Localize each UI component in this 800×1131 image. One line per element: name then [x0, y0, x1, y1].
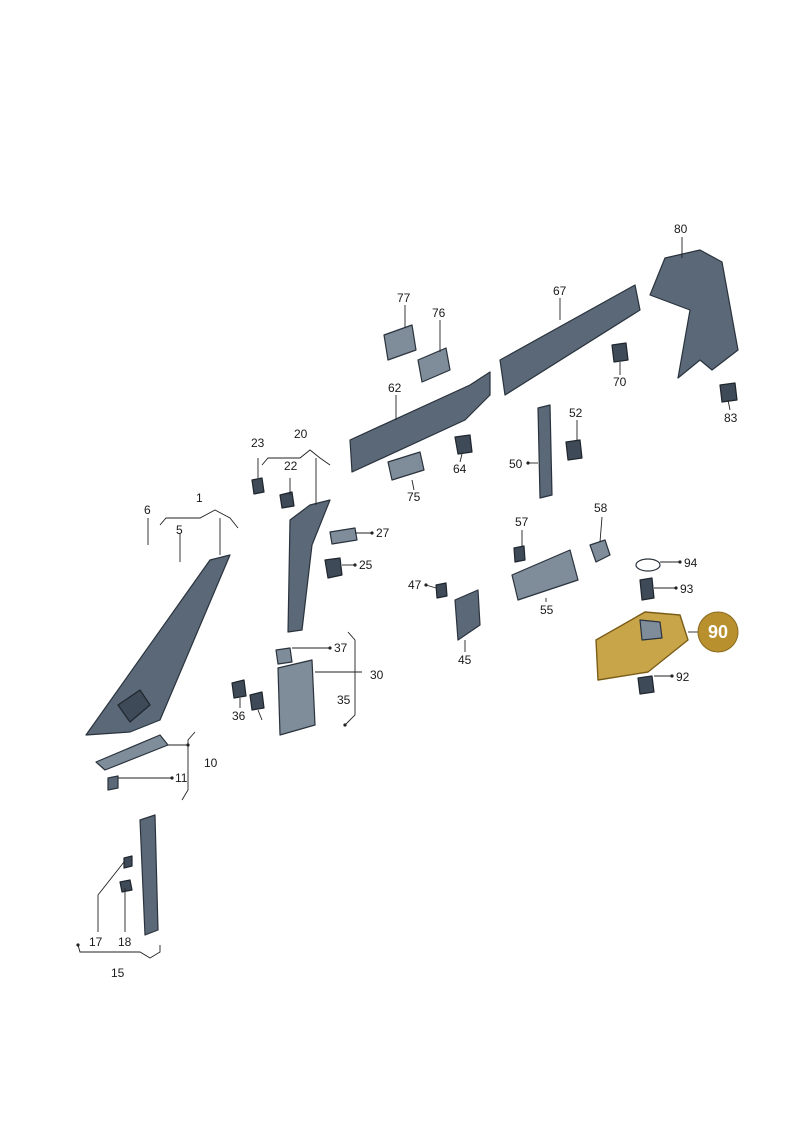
- pillar-trim-50[interactable]: [537, 404, 553, 499]
- label-58: 58: [594, 501, 608, 515]
- label-25: 25: [359, 558, 373, 572]
- label-30: 30: [370, 668, 384, 682]
- b-pillar-lower-strip[interactable]: [139, 814, 159, 936]
- clip-37[interactable]: [275, 647, 293, 665]
- label-80: 80: [674, 222, 688, 236]
- c-pillar-trim[interactable]: [649, 249, 739, 379]
- a-pillar-trim[interactable]: [85, 554, 231, 736]
- label-5: 5: [176, 523, 183, 537]
- label-1: 1: [196, 491, 203, 505]
- label-27: 27: [376, 526, 390, 540]
- label-77: 77: [397, 291, 411, 305]
- cap-58[interactable]: [589, 539, 611, 563]
- clip-18[interactable]: [119, 879, 133, 893]
- label-6: 6: [144, 503, 151, 517]
- clip-25[interactable]: [324, 557, 343, 579]
- label-47: 47: [408, 578, 422, 592]
- rear-roof-trim[interactable]: [499, 284, 641, 396]
- label-23: 23: [251, 436, 265, 450]
- label-83: 83: [724, 411, 738, 425]
- a-pillar-speaker-grille: [117, 689, 151, 723]
- label-92: 92: [676, 670, 690, 684]
- screw-64[interactable]: [454, 434, 473, 455]
- label-20: 20: [294, 427, 308, 441]
- label-36: 36: [232, 709, 246, 723]
- label-50: 50: [509, 457, 523, 471]
- screw-93[interactable]: [639, 577, 655, 601]
- clip-70[interactable]: [611, 342, 629, 363]
- label-17: 17: [89, 935, 103, 949]
- label-35: 35: [337, 693, 351, 707]
- label-18: 18: [118, 935, 132, 949]
- clip-17[interactable]: [123, 855, 133, 869]
- label-62: 62: [388, 381, 402, 395]
- clip-11[interactable]: [107, 775, 119, 791]
- label-52: 52: [569, 406, 583, 420]
- label-94: 94: [684, 556, 698, 570]
- b-pillar-lower-cover[interactable]: [277, 659, 316, 736]
- part-90-highlighted[interactable]: [595, 611, 689, 681]
- labels: 1 5 6 10 11 15 17 18 20 22 23 25 27 30 3…: [89, 222, 738, 980]
- clip-83[interactable]: [719, 382, 738, 403]
- screw-36[interactable]: [231, 679, 247, 699]
- washer-94[interactable]: [635, 558, 661, 572]
- clip-92[interactable]: [637, 675, 655, 695]
- b-pillar-upper-trim[interactable]: [287, 499, 331, 633]
- label-45: 45: [458, 653, 472, 667]
- label-93: 93: [680, 582, 694, 596]
- leader-lines: [76, 237, 731, 959]
- screw-35[interactable]: [249, 691, 265, 711]
- highlight-badge-label: 90: [708, 622, 728, 642]
- label-64: 64: [453, 462, 467, 476]
- label-70: 70: [613, 375, 627, 389]
- cover-77[interactable]: [383, 324, 417, 361]
- a-pillar-lower-trim[interactable]: [95, 734, 169, 771]
- cover-75[interactable]: [387, 451, 425, 481]
- clip-27[interactable]: [329, 527, 358, 545]
- screw-52[interactable]: [565, 439, 583, 461]
- part-90-insert: [639, 619, 663, 641]
- label-10: 10: [204, 756, 218, 770]
- cover-76[interactable]: [417, 347, 451, 383]
- roof-side-trim[interactable]: [349, 371, 491, 473]
- label-22: 22: [284, 459, 298, 473]
- highlight-badge[interactable]: 90: [697, 611, 739, 653]
- label-67: 67: [553, 284, 567, 298]
- cover-45[interactable]: [454, 589, 481, 641]
- grab-handle[interactable]: [511, 549, 579, 601]
- label-55: 55: [540, 603, 554, 617]
- label-76: 76: [432, 306, 446, 320]
- label-37: 37: [334, 641, 348, 655]
- clip-57[interactable]: [513, 545, 526, 563]
- clip-47[interactable]: [435, 582, 448, 599]
- screw-22[interactable]: [279, 491, 295, 509]
- label-57: 57: [515, 515, 529, 529]
- label-75: 75: [407, 490, 421, 504]
- screw-23[interactable]: [251, 477, 265, 495]
- label-11: 11: [175, 771, 188, 785]
- label-15: 15: [111, 966, 125, 980]
